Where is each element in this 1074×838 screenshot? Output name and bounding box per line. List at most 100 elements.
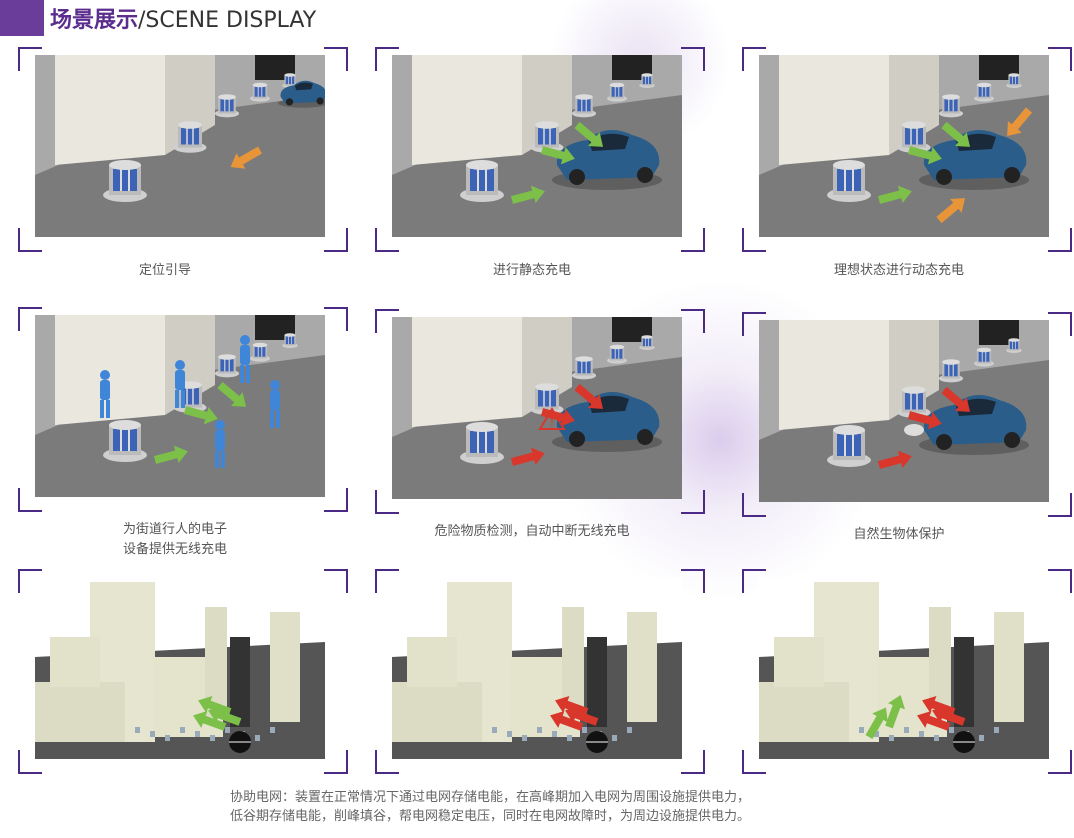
corner-bracket xyxy=(324,488,348,512)
arrow-mark xyxy=(922,696,956,716)
corner-bracket xyxy=(681,47,705,71)
charging-pod xyxy=(639,335,655,350)
charging-pod xyxy=(214,354,240,378)
corner-bracket xyxy=(324,750,348,774)
scene-panel-9 xyxy=(742,569,1072,774)
corner-bracket xyxy=(18,488,42,512)
charging-pod xyxy=(250,342,270,362)
corner-bracket xyxy=(742,312,766,336)
corner-bracket xyxy=(375,228,399,252)
section-title: 场景展示/SCENE DISPLAY xyxy=(50,8,317,33)
car xyxy=(278,80,325,108)
corner-bracket xyxy=(742,493,766,517)
charging-pod xyxy=(639,73,655,88)
charging-pod xyxy=(974,347,994,367)
caption-wildlife-protection: 自然生物体保护 xyxy=(853,527,945,542)
arrow-mark xyxy=(865,707,888,739)
arrow-mark xyxy=(941,121,971,147)
charging-pod xyxy=(282,73,298,88)
charging-pod xyxy=(607,344,627,364)
charging-pod xyxy=(1006,338,1022,353)
scene-render xyxy=(392,55,682,237)
corner-bracket xyxy=(375,309,399,333)
scene-render xyxy=(759,320,1049,502)
scene-render xyxy=(759,577,1049,759)
corner-bracket xyxy=(742,569,766,593)
corner-bracket xyxy=(681,309,705,333)
charging-pod xyxy=(938,94,964,118)
animal xyxy=(904,424,924,436)
scene-panel-5: ! xyxy=(375,309,705,514)
arrow-mark xyxy=(555,696,589,716)
corner-bracket xyxy=(1048,228,1072,252)
arrow-mark xyxy=(510,447,545,466)
corner-bracket xyxy=(18,228,42,252)
arrow-mark xyxy=(540,146,575,165)
scene-render xyxy=(35,315,325,497)
charging-pod xyxy=(974,82,994,102)
corner-bracket xyxy=(742,750,766,774)
corner-bracket xyxy=(681,750,705,774)
corner-bracket xyxy=(1048,750,1072,774)
pedestrian xyxy=(270,380,280,428)
caption-hazard-detection: 危险物质检测，自动中断无线充电 xyxy=(434,524,630,539)
corner-bracket xyxy=(324,47,348,71)
arrow-mark xyxy=(574,121,604,147)
corner-bracket xyxy=(681,490,705,514)
corner-bracket xyxy=(375,750,399,774)
corner-bracket xyxy=(1048,569,1072,593)
scene-render: ! xyxy=(392,317,682,499)
corner-bracket xyxy=(742,47,766,71)
corner-bracket xyxy=(18,47,42,71)
charging-pod xyxy=(938,359,964,383)
section-header: 场景展示/SCENE DISPLAY xyxy=(0,0,316,36)
scene-render xyxy=(759,55,1049,237)
charging-pod xyxy=(103,160,147,202)
grid-assist-description: 协助电网：装置在正常情况下通过电网存储电能，在高峰期加入电网为周围设施提供电力，… xyxy=(230,790,751,824)
arrow-mark xyxy=(193,711,227,731)
charging-pod xyxy=(607,82,627,102)
arrow-mark xyxy=(885,695,905,729)
arrow-mark xyxy=(932,706,966,726)
arrow-mark xyxy=(230,146,262,169)
arrow-mark xyxy=(877,185,912,204)
caption-static-charging: 进行静态充电 xyxy=(492,263,571,278)
corner-bracket xyxy=(324,307,348,331)
charging-pod xyxy=(460,160,504,202)
car xyxy=(552,130,662,190)
arrow-mark xyxy=(917,711,951,731)
car xyxy=(919,130,1029,190)
arrow-mark xyxy=(907,411,942,430)
scene-panel-4 xyxy=(18,307,348,512)
car xyxy=(919,395,1029,455)
charging-pod xyxy=(460,422,504,464)
pedestrian xyxy=(240,335,250,383)
corner-bracket xyxy=(1048,312,1072,336)
pedestrian xyxy=(175,360,185,408)
charging-pod xyxy=(571,94,597,118)
scene-render xyxy=(35,577,325,759)
arrow-mark xyxy=(907,146,942,165)
arrow-mark xyxy=(510,185,545,204)
arrow-mark xyxy=(877,450,912,469)
corner-bracket xyxy=(18,307,42,331)
corner-bracket xyxy=(1048,493,1072,517)
scene-panel-8 xyxy=(375,569,705,774)
arrow-mark xyxy=(550,711,584,731)
scene-render xyxy=(35,55,325,237)
warning-icon xyxy=(538,407,566,430)
scene-panel-1 xyxy=(18,47,348,252)
scene-panel-7 xyxy=(18,569,348,774)
arrow-mark xyxy=(1007,107,1033,137)
arrow-mark xyxy=(208,706,242,726)
corner-bracket xyxy=(18,569,42,593)
arrow-mark xyxy=(153,445,188,464)
charging-pod xyxy=(103,420,147,462)
corner-bracket xyxy=(742,228,766,252)
arrow-mark xyxy=(574,383,604,409)
scene-render xyxy=(392,577,682,759)
caption-positioning: 定位引导 xyxy=(138,263,191,278)
corner-bracket xyxy=(375,47,399,71)
corner-bracket xyxy=(324,228,348,252)
svg-text:!: ! xyxy=(550,416,554,429)
